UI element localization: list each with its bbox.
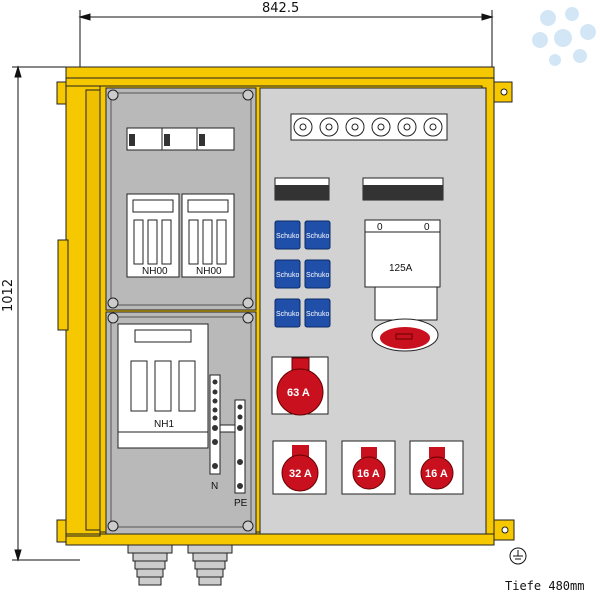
fuse-label: NH00	[142, 266, 168, 277]
schuko-socket: Schuko	[274, 259, 301, 289]
circuit-breaker-strip-top	[290, 113, 448, 141]
main-switch-125a: 0 0 125A	[364, 219, 441, 352]
left-panel-lower: NH1 N PE	[105, 311, 257, 535]
height-dimension	[12, 65, 80, 562]
left-panel-upper: NH00 NH00	[105, 87, 257, 311]
socket-rating: 16 A	[425, 468, 448, 480]
schuko-socket: Schuko	[304, 259, 331, 289]
schuko-label: Schuko	[306, 233, 329, 240]
neutral-busbar	[209, 374, 237, 475]
mcb-row-left	[274, 177, 330, 201]
ground-icon	[509, 547, 527, 565]
cable-gland	[187, 544, 233, 586]
socket-rating: 16 A	[357, 468, 380, 480]
main-fuse-label: NH1	[154, 419, 174, 430]
schuko-label: Schuko	[276, 272, 299, 279]
switch-mark: 0	[377, 222, 383, 233]
cee-socket-16a: 16 A	[341, 440, 396, 495]
depth-label: Tiefe 480mm	[505, 579, 584, 592]
fuse-label: NH00	[196, 266, 222, 277]
fuse-switch-strip	[126, 127, 235, 151]
fuse-nh00-1: NH00	[126, 193, 180, 278]
main-fuse-nh1: NH1	[117, 323, 209, 449]
schuko-socket: Schuko	[304, 220, 331, 250]
earth-label: PE	[234, 498, 248, 509]
schuko-socket: Schuko	[274, 220, 301, 250]
brand-logo	[532, 7, 596, 66]
mcb-row-right	[362, 177, 444, 201]
cee-socket-63a: 63 A	[271, 356, 329, 416]
cee-socket-16a: 16 A	[409, 440, 464, 495]
schuko-label: Schuko	[306, 311, 329, 318]
width-dimension	[78, 10, 494, 70]
cable-gland	[127, 544, 173, 586]
fuse-nh00-2: NH00	[181, 193, 235, 278]
schuko-label: Schuko	[276, 311, 299, 318]
schuko-label: Schuko	[276, 233, 299, 240]
switch-label: 125A	[389, 263, 413, 274]
schuko-label: Schuko	[306, 272, 329, 279]
cee-socket-32a: 32 A	[272, 440, 327, 495]
height-label: 1012	[1, 279, 16, 312]
neutral-label: N	[211, 481, 218, 492]
schuko-socket: Schuko	[274, 298, 301, 328]
switch-mark: 0	[424, 222, 430, 233]
socket-rating: 63 A	[287, 387, 310, 399]
schuko-socket: Schuko	[304, 298, 331, 328]
right-panel: Schuko Schuko Schuko Schuko Schuko Schuk…	[259, 87, 487, 535]
socket-rating: 32 A	[289, 468, 312, 480]
width-label: 842.5	[262, 1, 299, 16]
earth-busbar	[234, 399, 246, 494]
